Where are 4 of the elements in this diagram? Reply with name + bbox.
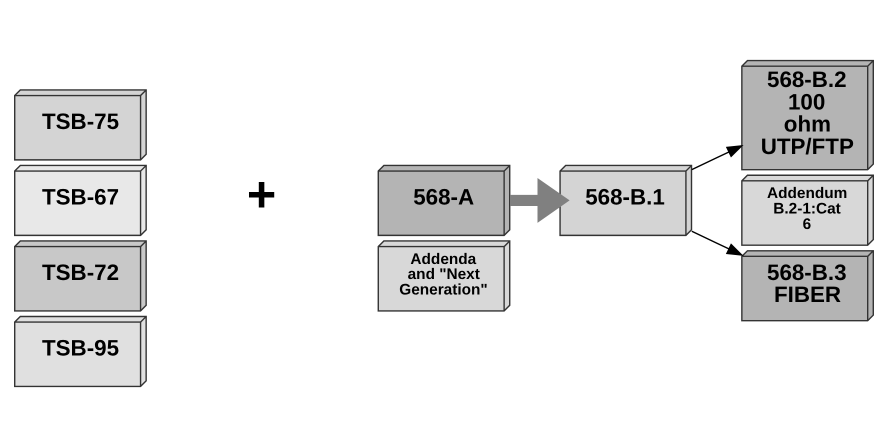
arrow bbox=[692, 144, 744, 170]
arrow bbox=[510, 177, 570, 222]
arrow bbox=[692, 230, 744, 256]
label: + bbox=[246, 164, 276, 222]
